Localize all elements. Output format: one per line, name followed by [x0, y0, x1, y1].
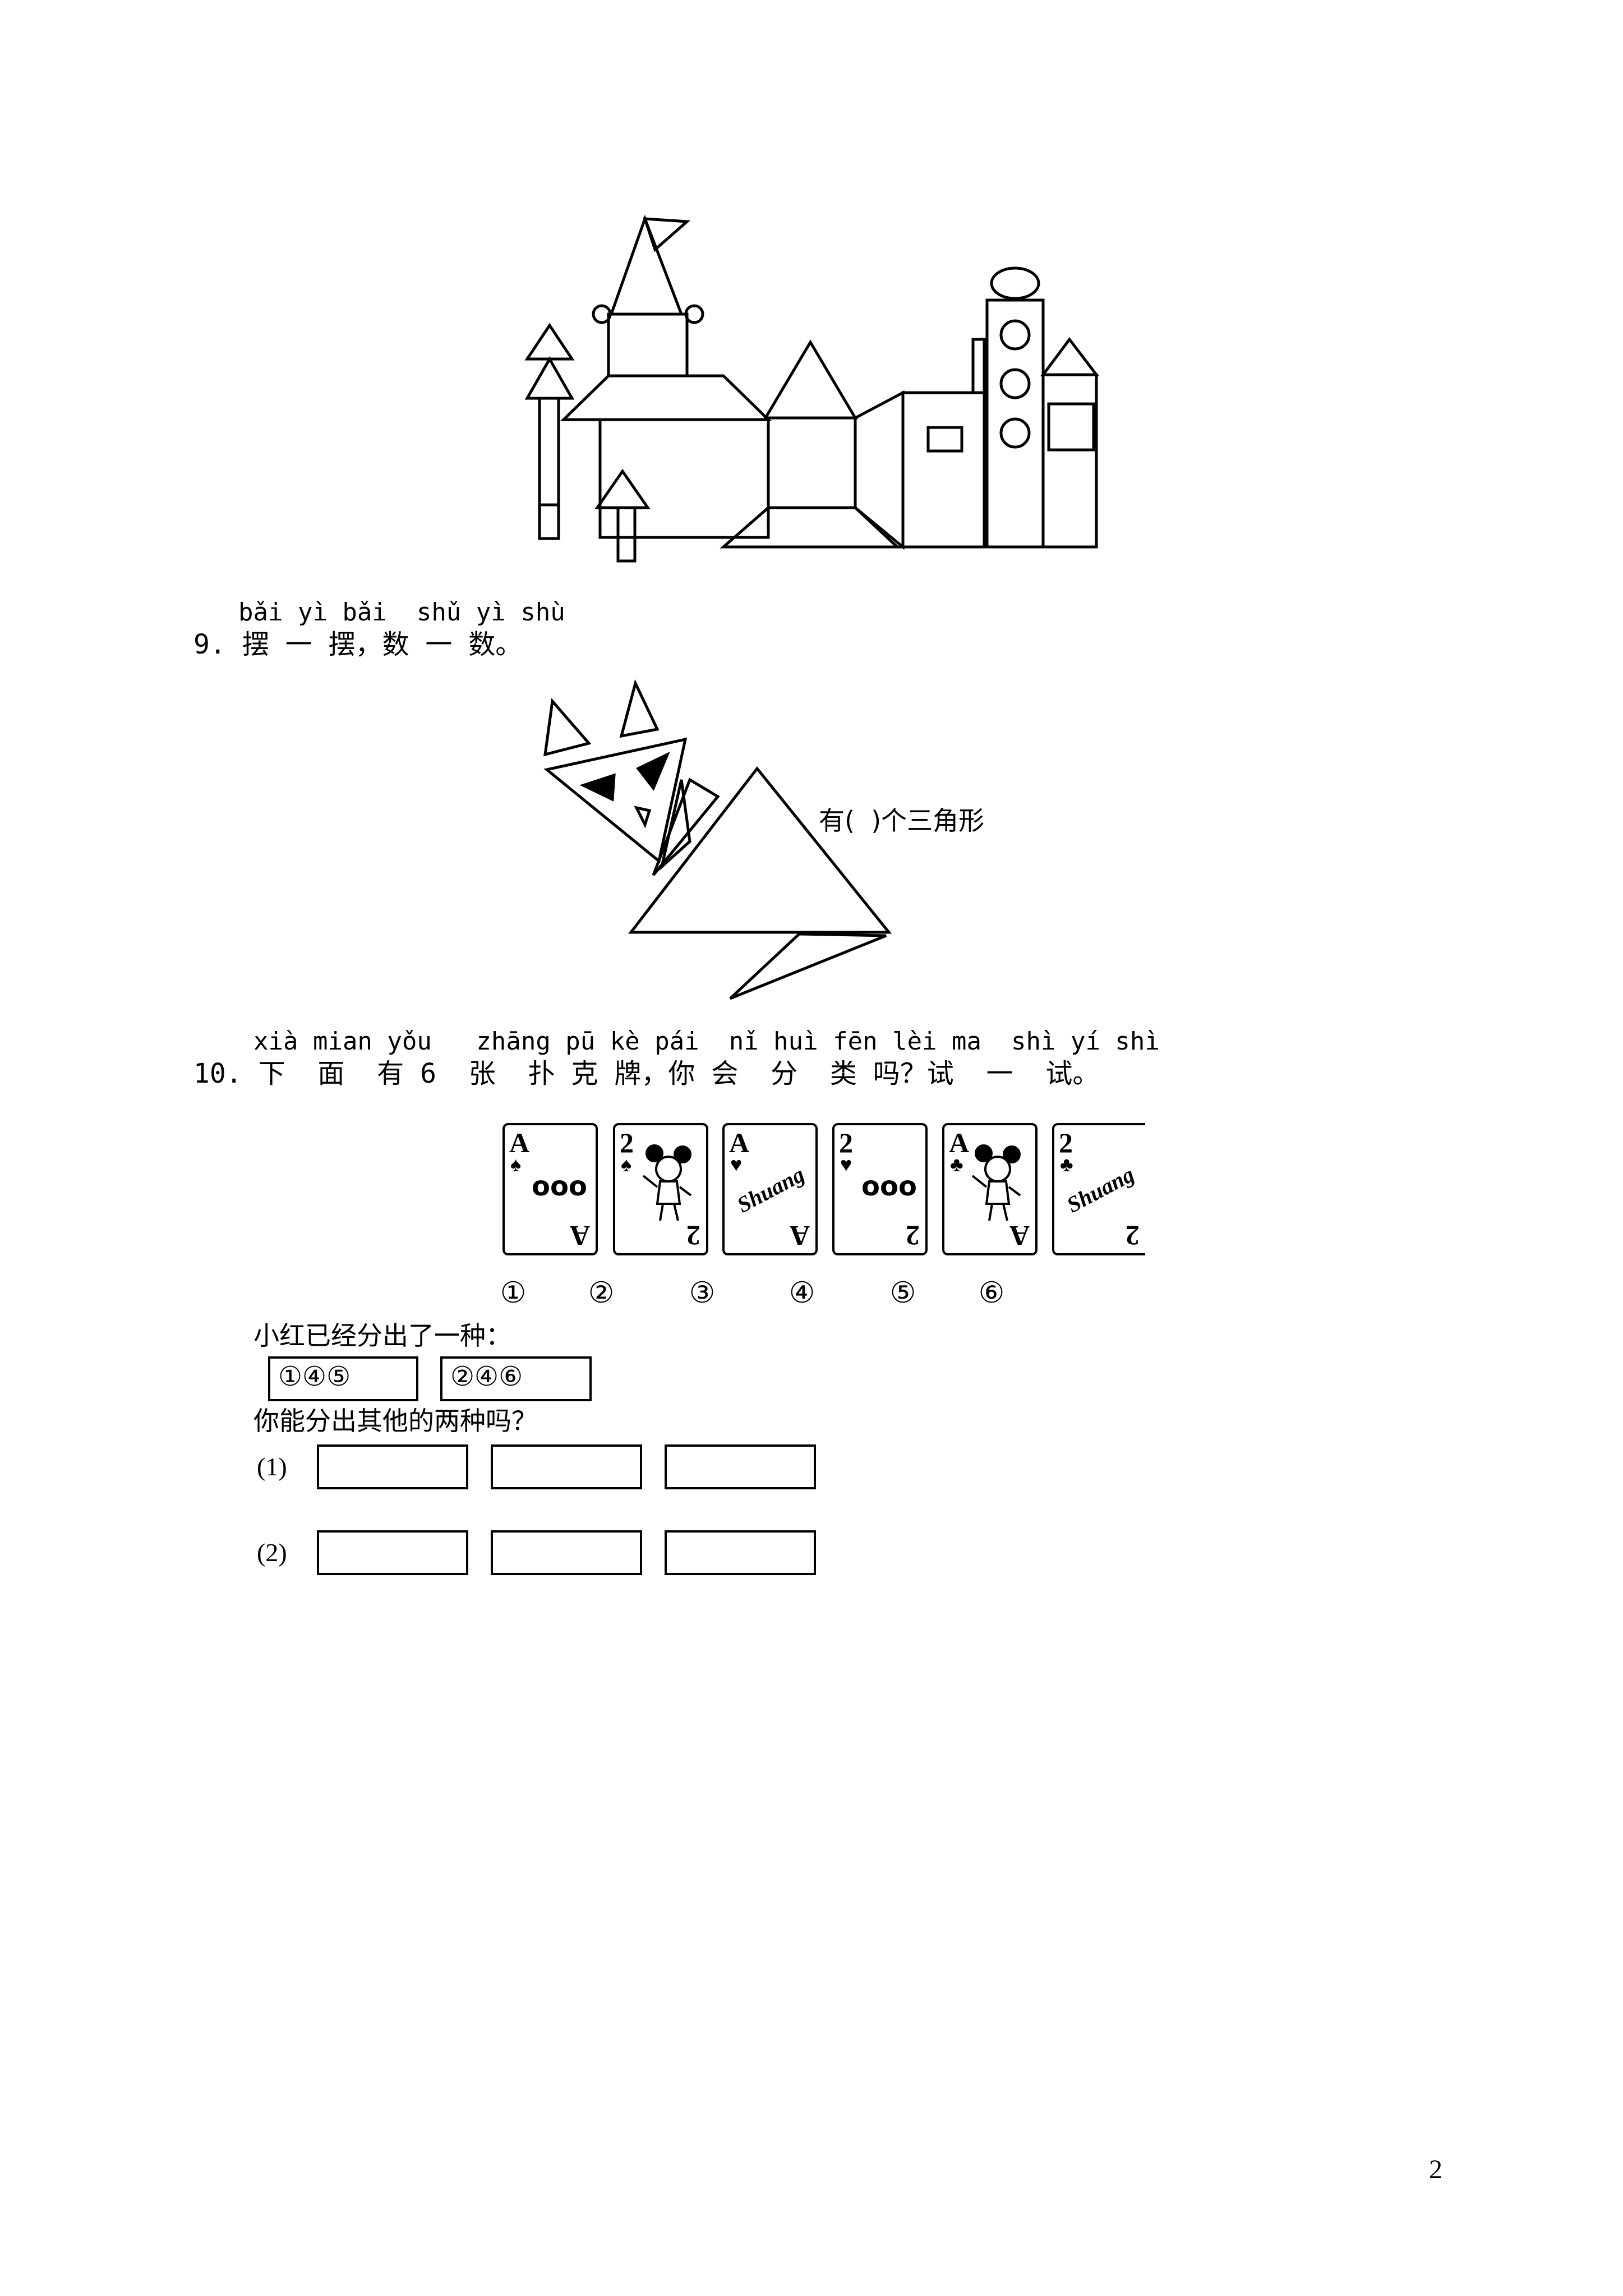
row2-label: (2) [257, 1538, 287, 1567]
row1-label: (1) [257, 1452, 287, 1481]
card-center-art: Shuang [1062, 1161, 1138, 1218]
card-rank: 2 [1059, 1127, 1073, 1158]
card-suit-icon: ♥ [840, 1153, 852, 1176]
q10-prompt: 10. 下 面 有 6 张 扑 克 牌，你 会 分 类 吗？试 一 试。 [193, 1058, 1100, 1089]
card-rank-bottom: 2 [906, 1220, 920, 1251]
q9-prompt: 9. 摆 一 摆，数 一 数。 [193, 629, 523, 660]
card-rank: 2 [839, 1127, 853, 1158]
group-a-box: ①④⑤ [268, 1356, 418, 1401]
card-rank: A [949, 1127, 970, 1158]
mouse-character-icon [642, 1144, 692, 1221]
card-suit-icon: ♠ [621, 1153, 632, 1176]
card-rank: A [729, 1127, 750, 1158]
q10-pinyin: xià mian yǒu zhāng pū kè pái nǐ huì fēn … [253, 1027, 1160, 1056]
card-rank-bottom: A [569, 1220, 590, 1251]
playing-card-5: A ♣ A [942, 1123, 1038, 1255]
card-number-4: ④ [789, 1276, 815, 1310]
playing-card-3: A ♥ Shuang A [722, 1123, 818, 1255]
card-number-6: ⑥ [978, 1276, 1005, 1310]
answer-box-1-1[interactable] [317, 1444, 468, 1489]
card-suit-icon: ♠ [510, 1153, 522, 1176]
card-suit-icon: ♣ [950, 1153, 963, 1176]
card-number-1: ① [500, 1276, 527, 1310]
done-label: 小红已经分出了一种： [253, 1320, 511, 1351]
card-rank-bottom: A [789, 1220, 810, 1251]
answer-box-1-2[interactable] [491, 1444, 642, 1489]
mouse-character-icon [971, 1144, 1021, 1221]
answer-box-2-1[interactable] [317, 1530, 468, 1575]
group-b-box: ②④⑥ [440, 1356, 592, 1401]
card-number-2: ② [588, 1276, 615, 1310]
playing-card-1: A ♠ ooo A [502, 1123, 598, 1255]
playing-card-4: 2 ♥ ooo 2 [832, 1123, 928, 1255]
card-rank: 2 [620, 1127, 634, 1158]
card-suit-icon: ♣ [1060, 1153, 1073, 1176]
card-rank-bottom: 2 [686, 1220, 700, 1251]
card-center-art: ooo [861, 1171, 917, 1202]
page-number: 2 [1429, 2155, 1442, 2184]
playing-card-6: 2 ♣ Shuang 2 [1052, 1123, 1145, 1255]
card-rank-bottom: 2 [1126, 1220, 1140, 1251]
answer-box-1-3[interactable] [665, 1444, 816, 1489]
answer-box-2-3[interactable] [665, 1530, 816, 1575]
q9-pinyin: bǎi yì bǎi shǔ yì shù [238, 598, 565, 627]
q9-answer-prompt: 有( )个三角形 [819, 806, 985, 836]
other-question: 你能分出其他的两种吗？ [253, 1406, 537, 1436]
answer-box-2-2[interactable] [491, 1530, 642, 1575]
card-number-3: ③ [689, 1276, 716, 1310]
card-number-5: ⑤ [889, 1276, 916, 1310]
card-rank: A [509, 1127, 530, 1158]
card-rank-bottom: A [1009, 1220, 1030, 1251]
card-center-art: ooo [532, 1171, 587, 1202]
playing-card-2: 2 ♠ 2 [613, 1123, 708, 1255]
card-center-art: Shuang [732, 1161, 809, 1218]
card-suit-icon: ♥ [730, 1153, 743, 1176]
